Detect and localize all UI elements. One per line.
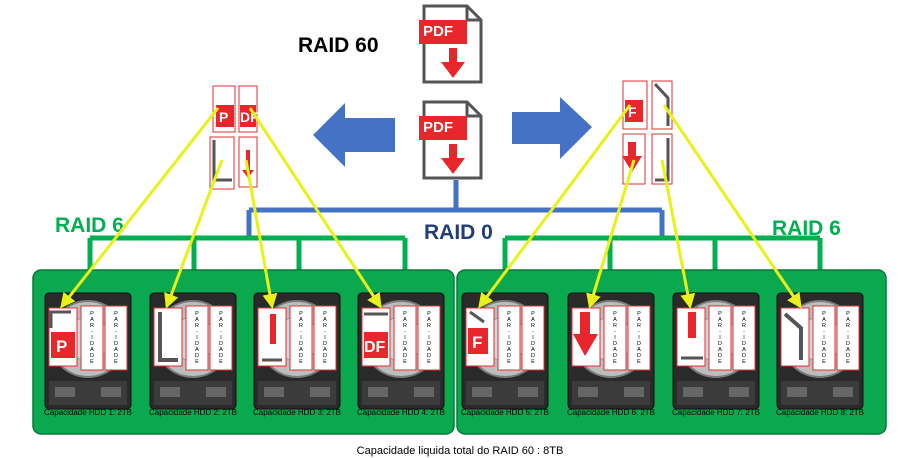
hdd-capacity-caption: Capacidade HDD 1: 2TB	[44, 408, 132, 417]
parity-char: E	[507, 359, 511, 365]
hdd-6: PAR-IDADEPAR-IDADECapacidade HDD 6: 2TB	[567, 293, 655, 417]
parity-char: E	[531, 359, 535, 365]
hdd-2: PAR-IDADEPAR-IDADECapacidade HDD 2: 2TB	[149, 293, 237, 417]
hdd-capacity-caption: Capacidade HDD 2: 2TB	[149, 408, 237, 417]
hdd-capacity-caption: Capacidade HDD 7: 2TB	[672, 408, 760, 417]
arrow-right-icon	[512, 97, 592, 159]
arrow-left-icon	[313, 103, 395, 167]
raid6-right-label: RAID 6	[772, 217, 841, 240]
hdd-5: FPAR-IDADEPAR-IDADECapacidade HDD 5: 2TB	[461, 293, 549, 417]
hdd-capacity-caption: Capacidade HDD 6: 2TB	[567, 408, 655, 417]
hdd-1: PPAR-IDADEPAR-IDADECapacidade HDD 1: 2TB	[44, 293, 132, 417]
diagram-title: RAID 60	[298, 34, 379, 57]
raid6-left-connector	[90, 238, 405, 272]
parity-char: E	[637, 359, 641, 365]
hdd-capacity-caption: Capacidade HDD 4: 2TB	[357, 408, 445, 417]
pdf-label-2: PDF	[423, 119, 453, 136]
pdf-striped-icon: PDF	[419, 102, 481, 178]
pdf-source-icon: PDF	[419, 6, 481, 82]
parity-char: E	[219, 359, 223, 365]
parity-char: E	[718, 359, 722, 365]
parity-char: E	[403, 359, 407, 365]
parity-char: E	[299, 359, 303, 365]
pdf-label: PDF	[423, 23, 453, 40]
raid0-label: RAID 0	[424, 221, 493, 244]
fragment-label: F	[472, 333, 482, 352]
parity-char: E	[822, 359, 826, 365]
parity-char: E	[427, 359, 431, 365]
hdd-7: PAR-IDADEPAR-IDADECapacidade HDD 7: 2TB	[672, 293, 760, 417]
parity-char: E	[90, 359, 94, 365]
hdd-4: DFPAR-IDADEPAR-IDADECapacidade HDD 4: 2T…	[357, 293, 445, 417]
fragment-label: P	[56, 337, 67, 356]
svg-text:P: P	[219, 109, 228, 125]
total-capacity: Capacidade liquida total do RAID 60 : 8T…	[357, 445, 564, 457]
parity-char: E	[323, 359, 327, 365]
fragment-label: DF	[364, 339, 386, 356]
raid6-left-label: RAID 6	[55, 214, 124, 237]
hdd-8: PAR-IDADEPAR-IDADECapacidade HDD 8: 2TB	[776, 293, 864, 417]
hdd-capacity-caption: Capacidade HDD 8: 2TB	[776, 408, 864, 417]
hdd-capacity-caption: Capacidade HDD 5: 2TB	[461, 408, 549, 417]
parity-char: E	[742, 359, 746, 365]
parity-char: E	[846, 359, 850, 365]
hdd-3: PAR-IDADEPAR-IDADECapacidade HDD 3: 2TB	[253, 293, 341, 417]
parity-char: E	[114, 359, 118, 365]
parity-char: E	[613, 359, 617, 365]
hdd-capacity-caption: Capacidade HDD 3: 2TB	[253, 408, 341, 417]
parity-char: E	[195, 359, 199, 365]
